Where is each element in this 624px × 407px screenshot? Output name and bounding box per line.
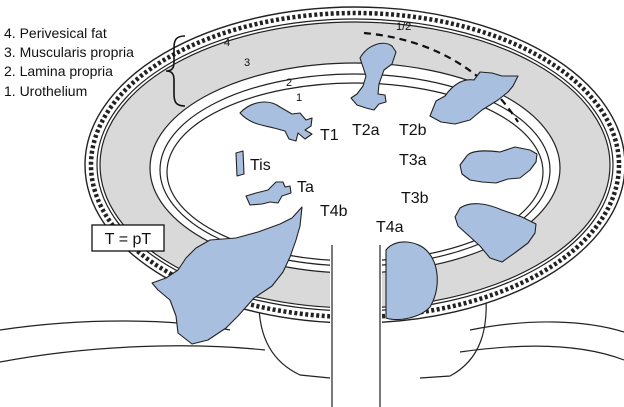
tumors	[151, 42, 538, 345]
legend-item-urothelium: 1. Urothelium	[4, 83, 87, 99]
tumor-ta	[245, 181, 292, 206]
stage-label-t4b: T4b	[320, 203, 348, 220]
layer-numbers: 4 3 2 1 1/2	[224, 21, 411, 104]
tumor-t4a	[385, 241, 438, 321]
layer-number-3: 3	[244, 57, 250, 69]
stage-label-t2a: T2a	[352, 122, 380, 139]
stage-label-t3b: T3b	[401, 190, 429, 207]
t-equals-pt-label: T = pT	[105, 231, 152, 248]
layer-number-1: 1	[296, 92, 302, 104]
stage-label-tis: Tis	[250, 157, 271, 174]
legend-item-muscularis-propria: 3. Muscularis propria	[4, 44, 134, 60]
stage-label-t1: T1	[320, 127, 339, 144]
tumor-t3b	[454, 203, 537, 263]
layer-number-half: 1/2	[396, 21, 411, 33]
legend-item-lamina-propria: 2. Lamina propria	[4, 63, 113, 79]
t-equals-pt-box: T = pT	[91, 224, 165, 252]
stage-label-t3a: T3a	[399, 152, 427, 169]
stage-label-t2b: T2b	[399, 122, 427, 139]
stage-label-t4a: T4a	[376, 219, 404, 236]
tumor-t3a	[459, 146, 538, 184]
muscle-half-dashed-line	[363, 31, 519, 123]
tumor-t1	[239, 101, 313, 142]
stage-labels: Tis Ta T1 T2a T2b T3a T3b T4a T4b	[250, 122, 429, 236]
tumor-t2a	[350, 42, 397, 111]
stage-label-ta: Ta	[297, 179, 314, 196]
urethra-opening	[330, 240, 382, 407]
legend-brace	[165, 35, 186, 107]
layer-number-2: 2	[286, 77, 292, 89]
tumor-t2b	[429, 71, 519, 125]
legend-item-perivesical-fat: 4. Perivesical fat	[4, 25, 107, 41]
tumor-t4b	[151, 206, 303, 345]
layer-number-4: 4	[224, 37, 230, 49]
layer-legend: 4. Perivesical fat 3. Muscularis propria…	[4, 25, 134, 99]
tumor-tis	[235, 150, 245, 177]
